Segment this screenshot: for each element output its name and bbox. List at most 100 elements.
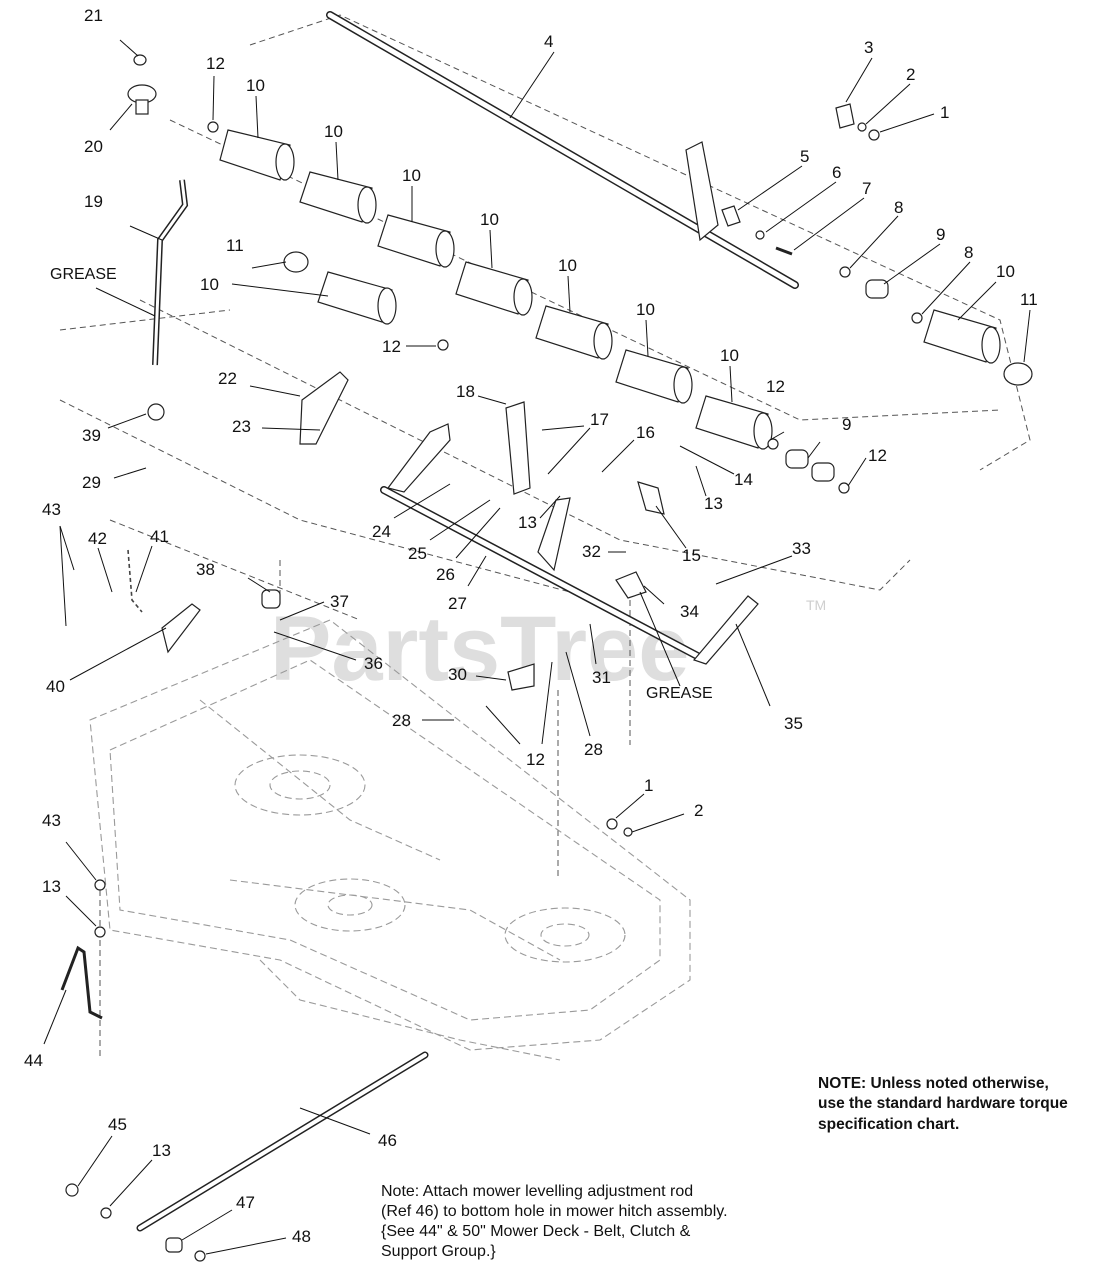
callout-33: 33 [792,539,811,558]
callout-34: 34 [680,602,699,621]
callout-37: 37 [330,592,349,611]
callout-38: 38 [196,560,215,579]
callout-20: 20 [84,137,103,156]
mower-deck-phantom [89,619,691,1061]
part-4-rod [326,11,799,289]
rollers [219,129,1001,450]
callout-42: 42 [88,529,107,548]
callout-26: 26 [436,565,455,584]
hardware [127,54,1033,494]
note-rod-line4: Support Group.} [381,1243,496,1260]
callout-14: 14 [734,470,753,489]
note-rod-line3: {See 44" & 50" Mower Deck - Belt, Clutch… [381,1223,691,1240]
callout-30: 30 [448,665,467,684]
callout-10: 10 [200,275,219,294]
callout-8: 8 [964,243,973,262]
callout-13: 13 [42,877,61,896]
callout-10: 10 [636,300,655,319]
callout-12: 12 [526,750,545,769]
callout-2: 2 [694,801,703,820]
callout-2: 2 [906,65,915,84]
callout-9: 9 [936,225,945,244]
callout-23: 23 [232,417,251,436]
callout-13: 13 [704,494,723,513]
callout-10: 10 [480,210,499,229]
callout-45: 45 [108,1115,127,1134]
callout-25: 25 [408,544,427,563]
callout-10: 10 [720,346,739,365]
part-19-rod [152,179,189,366]
roller [455,261,533,316]
callout-5: 5 [800,147,809,166]
roller [219,129,295,181]
roller [317,271,397,325]
callout-32: 32 [582,542,601,561]
part-44-46 [60,818,633,1262]
watermark-tm: TM [806,597,826,613]
roller [695,395,773,450]
callout-13: 13 [152,1141,171,1160]
callout-17: 17 [590,410,609,429]
roller [535,305,613,360]
callout-12: 12 [382,337,401,356]
callout-35: 35 [784,714,803,733]
callout-18: 18 [456,382,475,401]
callout-28: 28 [584,740,603,759]
callout-15: 15 [682,546,701,565]
callout-1: 1 [644,776,653,795]
callout-39: 39 [82,426,101,445]
callout-11: 11 [1020,290,1038,309]
note-torque: NOTE: Unless noted otherwise, use the st… [818,1075,1068,1133]
callout-10: 10 [402,166,421,185]
callout-1: 1 [940,103,949,122]
callout-43: 43 [42,811,61,830]
callout-43: 43 [42,500,61,519]
callout-29: 29 [82,473,101,492]
leader-lines [43,39,1031,1255]
callout-24: 24 [372,522,391,541]
watermark-text: PartsTree [270,598,689,700]
callout-44: 44 [24,1051,43,1070]
note-rod-line1: Note: Attach mower levelling adjustment … [381,1183,693,1200]
callout-10: 10 [996,262,1015,281]
note-torque-line1: NOTE: Unless noted otherwise, [818,1075,1049,1092]
callout-12: 12 [766,377,785,396]
roller [299,171,377,224]
callout-46: 46 [378,1131,397,1150]
callout-12: 12 [868,446,887,465]
callout-31: 31 [592,668,611,687]
callout-27: 27 [448,594,467,613]
callout-10: 10 [324,122,343,141]
callout-12: 12 [206,54,225,73]
note-rod-line2: (Ref 46) to bottom hole in mower hitch a… [381,1203,728,1220]
callout-8: 8 [894,198,903,217]
callout-41: 41 [150,527,169,546]
callout-48: 48 [292,1227,311,1246]
callout-40: 40 [46,677,65,696]
callout-28: 28 [392,711,411,730]
callout-21: 21 [84,6,103,25]
callout-9: 9 [842,415,851,434]
callout-36: 36 [364,654,383,673]
roller [377,214,455,268]
note-torque-line3: specification chart. [818,1116,959,1133]
callout-6: 6 [832,163,841,182]
roller [923,309,1001,364]
callout-7: 7 [862,179,871,198]
callout-47: 47 [236,1193,255,1212]
callout-10: 10 [558,256,577,275]
callouts: 21 20 12 10 10 10 10 10 10 10 10 10 4 3 … [24,6,1038,1246]
callout-11: 11 [226,236,244,255]
note-torque-line2: use the standard hardware torque [818,1095,1068,1112]
grease-label-left: GREASE [50,266,117,283]
callout-19: 19 [84,192,103,211]
linkage-assembly [127,371,759,691]
callout-22: 22 [218,369,237,388]
callout-16: 16 [636,423,655,442]
callout-4: 4 [544,32,553,51]
callout-3: 3 [864,38,873,57]
grease-label-right: GREASE [646,685,713,702]
callout-13: 13 [518,513,537,532]
